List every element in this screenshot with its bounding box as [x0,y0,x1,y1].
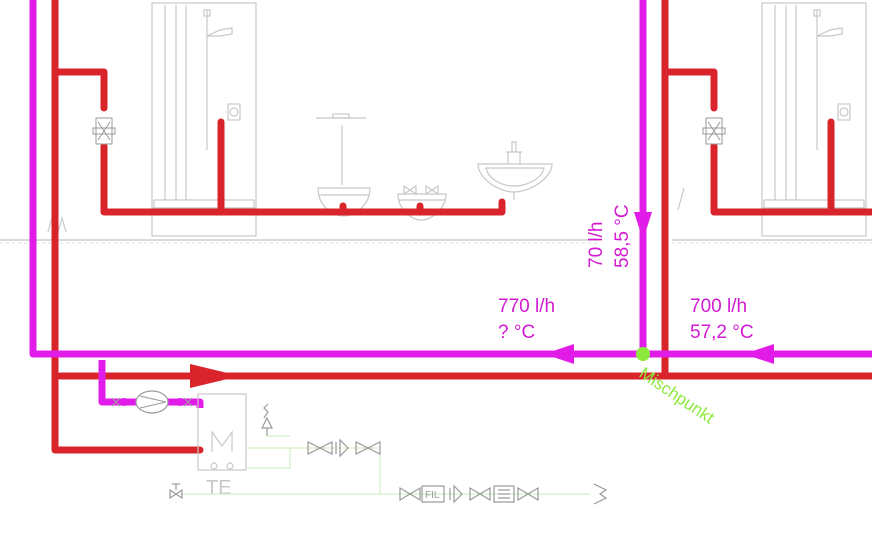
mixing-point-marker [636,347,650,361]
cold-line-fittings-lower [399,483,608,505]
circulation-pipes [29,0,872,408]
bidet-icon [397,184,447,221]
main-flow-label: 700 l/h [690,296,747,317]
shower-valve-left-icon [92,117,116,145]
filter-label: FIL [425,490,440,501]
wash-basin-icon [477,141,553,200]
heater-label: TE [206,477,232,499]
mix-flow-label: 770 l/h [498,296,555,317]
circulation-pump-icon [111,390,193,414]
cold-line-fittings-upper [307,438,381,458]
shower-valve-right-icon [702,117,726,145]
safety-valve-icon [261,403,273,436]
flow-arrow-right-hot [190,364,240,388]
riser-flow-label: 70 l/h [586,222,607,268]
flow-arrow-left-main [744,344,774,364]
shower-cabin-left-icon [151,2,257,237]
mix-temp-label: ? °C [498,322,535,343]
hot-water-pipes [51,0,872,454]
flow-arrow-left-mix [544,344,574,364]
toilet-icon [316,113,371,217]
water-heater-icon [197,393,247,471]
flow-arrow-down-riser [634,212,652,240]
main-temp-label: 57,2 °C [690,322,754,343]
riser-temp-label: 58,5 °C [612,204,633,268]
cold-water-lines [180,435,590,495]
shower-cabin-right-icon [761,2,867,237]
drain-valve-icon [169,483,183,500]
